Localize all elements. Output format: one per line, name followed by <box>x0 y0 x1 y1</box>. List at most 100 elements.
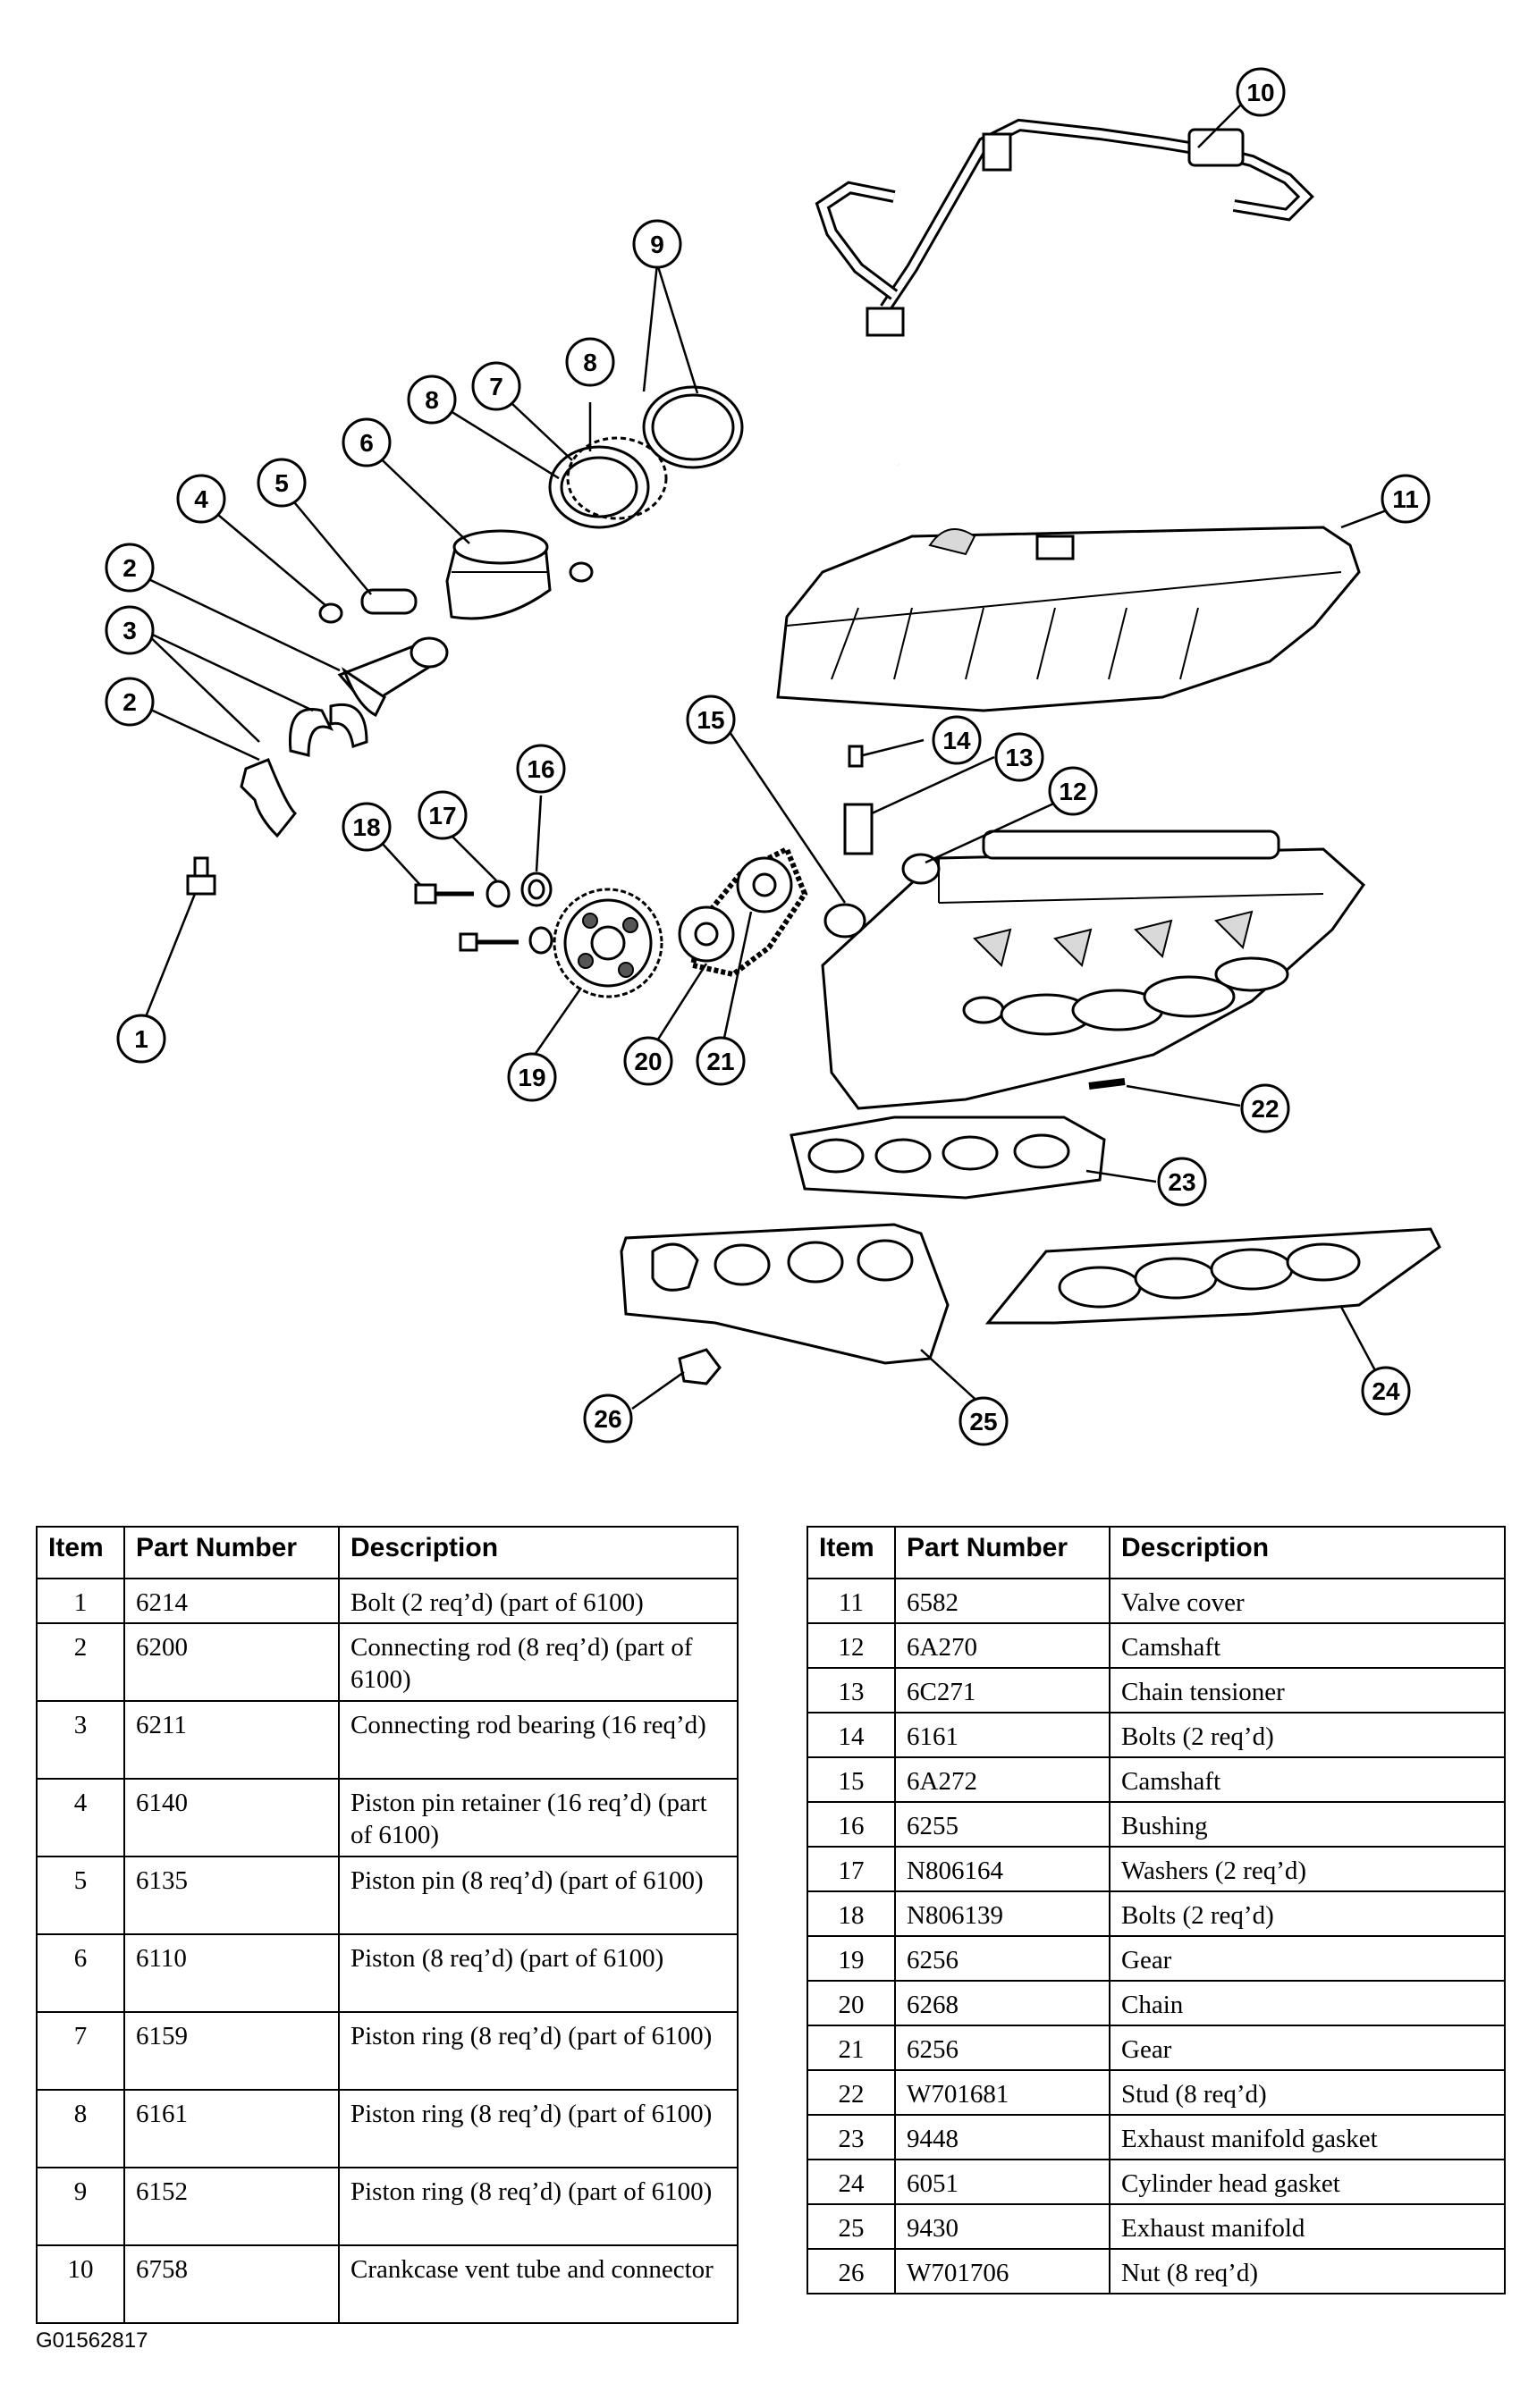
part-number: 6135 <box>123 1856 340 1935</box>
item-number: 15 <box>807 1756 896 1803</box>
description: Piston ring (8 req’d) (part of 6100) <box>338 2089 739 2168</box>
svg-text:15: 15 <box>697 706 724 734</box>
item-number: 26 <box>807 2248 896 2294</box>
table-header-row: Item Part Number Description <box>36 1526 739 1579</box>
part-number: 6582 <box>894 1578 1111 1624</box>
item-number: 20 <box>807 1980 896 2026</box>
table-row: 5 6135 Piston pin (8 req’d) (part of 610… <box>36 1856 739 1935</box>
svg-text:24: 24 <box>1372 1377 1400 1405</box>
part-number: 6211 <box>123 1700 340 1780</box>
part-number: 6200 <box>123 1622 340 1702</box>
svg-text:12: 12 <box>1059 778 1086 805</box>
svg-text:17: 17 <box>428 802 456 829</box>
description: Piston pin retainer (16 req’d) (part of … <box>338 1778 739 1857</box>
callout-8-right: 8 <box>565 337 615 387</box>
svg-text:8: 8 <box>583 349 597 376</box>
bolts-14 <box>848 745 864 768</box>
callout-22: 22 <box>1240 1083 1290 1133</box>
part-number: 6C271 <box>894 1667 1111 1713</box>
part-number: 6256 <box>894 1935 1111 1982</box>
svg-text:6: 6 <box>359 429 374 457</box>
callout-25: 25 <box>959 1396 1009 1446</box>
description: Stud (8 req’d) <box>1109 2069 1506 2116</box>
piston-ring-9 <box>642 385 744 469</box>
callout-2-lower: 2 <box>105 677 155 727</box>
nut <box>678 1348 722 1385</box>
item-number: 23 <box>807 2114 896 2160</box>
description: Connecting rod bearing (16 req’d) <box>338 1700 739 1780</box>
description: Chain tensioner <box>1109 1667 1506 1713</box>
description: Camshaft <box>1109 1756 1506 1803</box>
callout-20: 20 <box>623 1036 673 1086</box>
item-number: 19 <box>807 1935 896 1982</box>
callout-26: 26 <box>583 1393 633 1444</box>
description: Camshaft <box>1109 1622 1506 1669</box>
svg-text:3: 3 <box>122 617 137 644</box>
svg-text:20: 20 <box>634 1048 662 1075</box>
gear-19 <box>553 888 663 998</box>
callout-17: 17 <box>418 790 468 840</box>
part-number: 6110 <box>123 1933 340 2013</box>
part-number: 6A272 <box>894 1756 1111 1803</box>
svg-text:14: 14 <box>942 727 971 754</box>
bolt <box>186 856 216 896</box>
callout-19: 19 <box>507 1052 557 1102</box>
svg-text:26: 26 <box>594 1405 621 1433</box>
callout-18: 18 <box>342 802 392 852</box>
part-number: 6159 <box>123 2011 340 2091</box>
piston-pin <box>360 588 418 615</box>
header-item: Item <box>807 1526 896 1579</box>
description: Chain <box>1109 1980 1506 2026</box>
table-header-row: Item Part Number Description <box>807 1526 1506 1579</box>
svg-text:18: 18 <box>352 813 380 841</box>
part-number: 9448 <box>894 2114 1111 2160</box>
item-number: 11 <box>807 1578 896 1624</box>
table-row: 9 6152 Piston ring (8 req’d) (part of 61… <box>36 2167 739 2246</box>
svg-text:13: 13 <box>1005 744 1033 771</box>
item-number: 18 <box>807 1890 896 1937</box>
callout-1: 1 <box>116 1014 166 1064</box>
callout-2-upper: 2 <box>105 543 155 593</box>
connecting-rod <box>337 636 449 718</box>
callout-10: 10 <box>1236 67 1286 117</box>
item-number: 12 <box>807 1622 896 1669</box>
callout-12: 12 <box>1048 766 1098 816</box>
callout-16: 16 <box>516 744 566 794</box>
timing-chain <box>678 845 808 978</box>
table-row: 6 6110 Piston (8 req’d) (part of 6100) <box>36 1933 739 2013</box>
header-description: Description <box>338 1526 739 1579</box>
callout-7: 7 <box>471 361 521 411</box>
item-number: 10 <box>36 2244 125 2324</box>
cylinder-head-gasket <box>984 1227 1441 1325</box>
part-number: W701681 <box>894 2069 1111 2116</box>
callout-15: 15 <box>686 695 736 745</box>
svg-text:11: 11 <box>1392 485 1419 513</box>
callout-14: 14 <box>932 715 982 765</box>
header-part-number: Part Number <box>894 1526 1111 1579</box>
figure-id: G01562817 <box>36 2328 148 2353</box>
description: Bolt (2 req’d) (part of 6100) <box>338 1578 739 1624</box>
table-row: 10 6758 Crankcase vent tube and connecto… <box>36 2244 739 2324</box>
svg-text:10: 10 <box>1246 79 1274 106</box>
connecting-rod-cap <box>240 758 298 838</box>
callout-23: 23 <box>1157 1157 1207 1207</box>
part-number: 6256 <box>894 2025 1111 2071</box>
table-row: 1 6214 Bolt (2 req’d) (part of 6100) <box>36 1578 739 1624</box>
description: Nut (8 req’d) <box>1109 2248 1506 2294</box>
svg-text:16: 16 <box>527 755 554 783</box>
svg-text:2: 2 <box>122 688 137 716</box>
item-number: 25 <box>807 2203 896 2250</box>
svg-text:5: 5 <box>274 469 289 497</box>
svg-text:23: 23 <box>1168 1168 1195 1196</box>
bolt-washer-bushing <box>414 871 553 955</box>
item-number: 17 <box>807 1846 896 1892</box>
